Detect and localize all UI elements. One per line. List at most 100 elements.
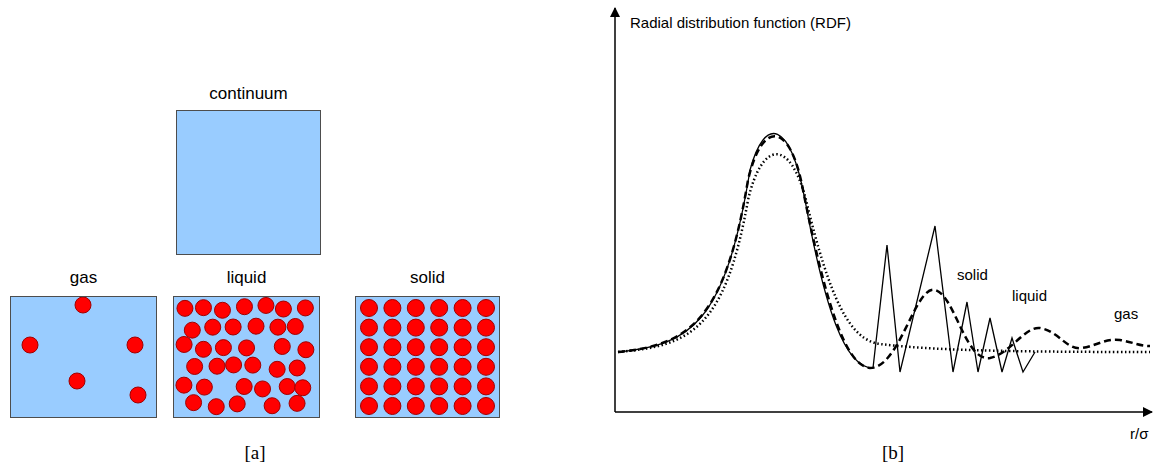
panel-caption: [a] [242,442,267,464]
particle [478,378,495,395]
particle [407,319,424,336]
state-box: continuum [176,84,321,255]
particle [478,300,495,317]
particle [454,358,471,375]
particle [407,339,424,356]
particle [295,380,311,396]
curve-label: liquid [1010,287,1049,304]
state-label: gas [10,268,157,288]
state-label: continuum [176,84,321,104]
particle [454,378,471,395]
particle [361,300,378,317]
particle [275,301,291,317]
particle [407,378,424,395]
particle [236,299,252,315]
y-axis [614,8,616,412]
particle [361,358,378,375]
state-fill [176,110,321,255]
particle [195,341,211,357]
particle [478,398,495,415]
particle [215,340,231,356]
particle [478,339,495,356]
particle [361,398,378,415]
particle [177,300,193,316]
particle [22,337,38,353]
particle [205,319,221,335]
particle [297,300,313,316]
particle [361,378,378,395]
particle [176,336,192,352]
particle [184,322,200,338]
particle [245,357,261,373]
particle [431,339,448,356]
state-box: solid [355,268,500,418]
x-axis [615,411,1152,413]
particle [186,395,202,411]
panel-caption: [b] [880,442,906,464]
state-fill [173,296,320,418]
particle [454,300,471,317]
particle [431,319,448,336]
particle [384,378,401,395]
particle [384,358,401,375]
particle [431,398,448,415]
particle [431,358,448,375]
particle [384,300,401,317]
state-box: liquid [173,268,320,418]
particle [264,398,280,414]
particle [269,361,285,377]
particle [287,318,303,334]
particle [361,339,378,356]
state-fill [355,296,500,418]
particle [69,373,85,389]
particle [384,319,401,336]
particle [431,300,448,317]
gas-curve [618,154,1150,352]
particles [176,110,321,255]
particle [195,300,211,316]
particle [454,319,471,336]
particle [407,358,424,375]
particle [130,387,146,403]
particle [236,379,252,395]
particle [209,358,225,374]
liquid-curve [618,136,1150,368]
particle [289,395,305,411]
particle [270,319,286,335]
particle [279,379,295,395]
axis-title: Radial distribution function (RDF) [628,14,853,31]
state-label: solid [355,268,500,288]
state-box: gas [10,268,157,418]
particles [173,296,320,418]
particle [289,360,305,376]
particle [225,319,241,335]
particle [361,319,378,336]
particle [248,318,264,334]
state-label: liquid [173,268,320,288]
axis-label: r/σ [1128,425,1150,442]
particle [239,340,255,356]
particle [274,338,290,354]
particle [258,297,274,313]
particles [10,296,157,418]
particle [127,337,143,353]
particle [226,357,242,373]
particle [478,319,495,336]
particles [355,296,500,418]
particle [454,398,471,415]
curve-label: gas [1112,305,1140,322]
particle [384,398,401,415]
particle [298,342,314,358]
particle [75,297,91,313]
particle [208,399,224,415]
particle [478,358,495,375]
particle [454,339,471,356]
particle [214,302,230,318]
particle [176,377,192,393]
state-fill [10,296,157,418]
particle [384,339,401,356]
particle [255,381,271,397]
particle [187,358,203,374]
particle [407,300,424,317]
particle [407,398,424,415]
